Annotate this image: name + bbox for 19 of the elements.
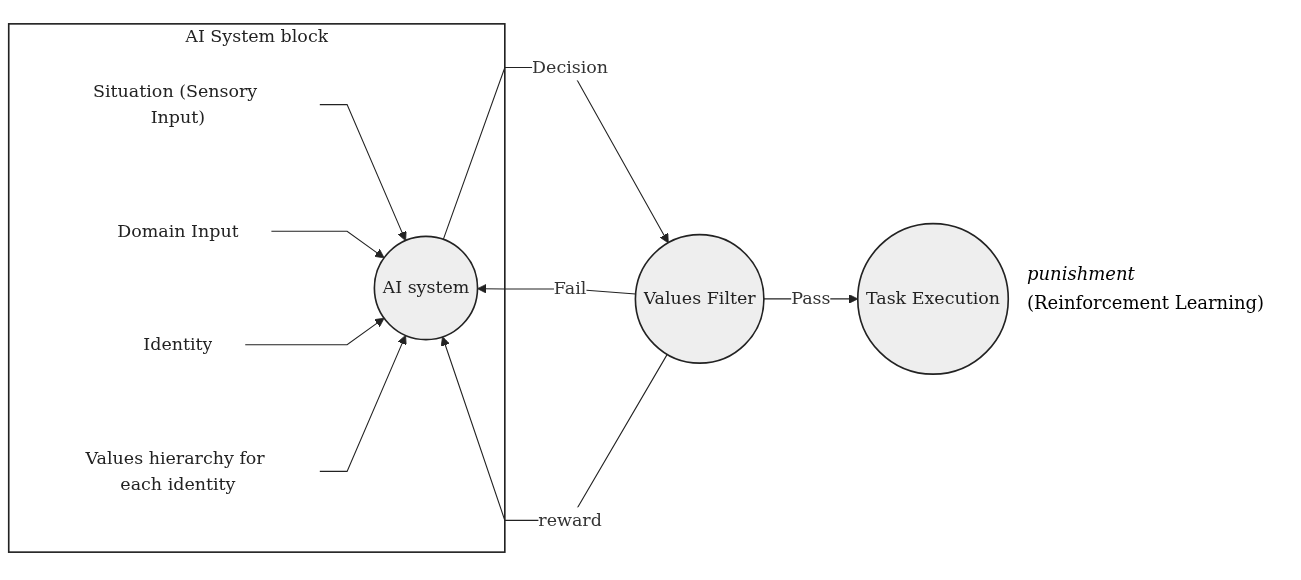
arrow	[319, 334, 407, 472]
node-circle: AI system	[373, 235, 479, 341]
node-text: Situation (Sensory Input)	[93, 80, 258, 128]
node-circle: Values Filter	[634, 233, 765, 364]
edge-label: Pass	[791, 288, 831, 309]
node-text: Values hierarchy for each identity	[85, 447, 265, 495]
arrow	[270, 230, 385, 259]
note-label: (Reinforcement Learning)	[1027, 292, 1266, 313]
edge-label: reward	[538, 509, 602, 531]
arrow	[244, 317, 385, 346]
arrow	[319, 104, 407, 242]
node-text: Identity	[143, 333, 213, 355]
arrow	[440, 336, 668, 521]
note-label: punishment	[1027, 263, 1136, 284]
node-text: Domain Input	[117, 220, 239, 242]
edge-label: Fail	[553, 278, 587, 299]
node-circle: Task Execution	[856, 222, 1010, 375]
arrow	[442, 66, 669, 244]
edge-label: Decision	[532, 56, 609, 78]
